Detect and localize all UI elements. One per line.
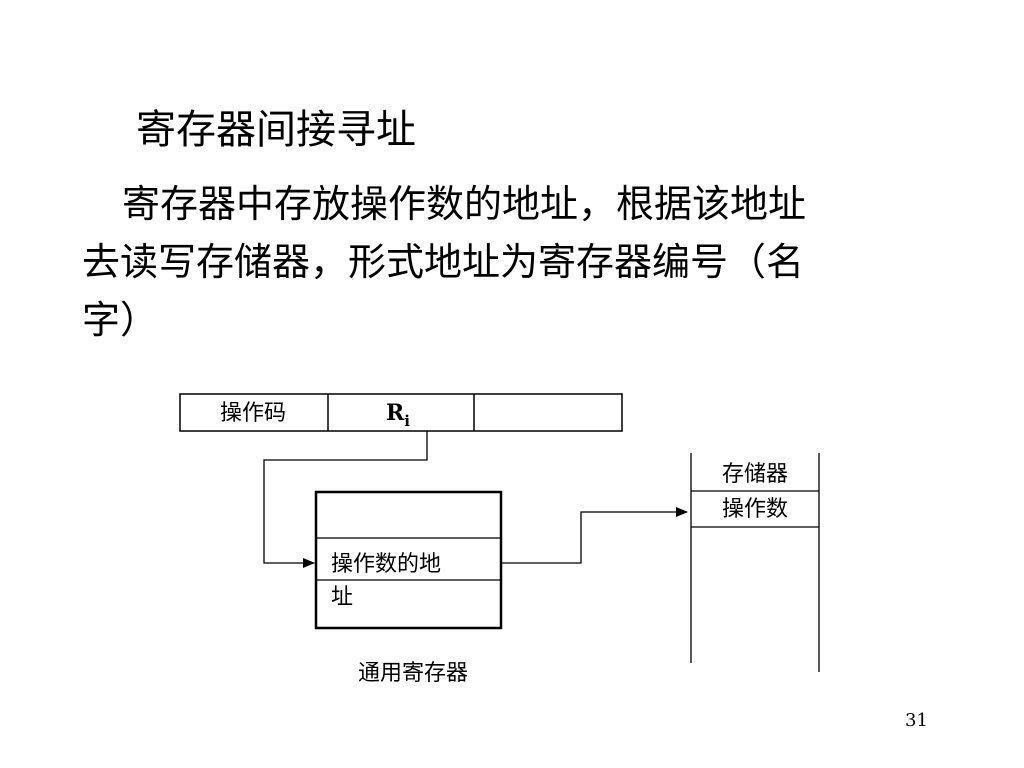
register-subscript: i: [404, 412, 410, 430]
register-file-box: [314, 490, 503, 630]
register-file-caption: 通用寄存器: [358, 661, 468, 686]
register-cell-line-1: 操作数的地: [331, 552, 441, 577]
register-file: 操作数的地 址 通用寄存器: [314, 490, 503, 686]
body-line-2: 去读写存储器，形式地址为寄存器编号（名: [82, 240, 805, 284]
body-line-1: 寄存器中存放操作数的地址，根据该地址: [122, 182, 807, 226]
register-pointer-arrow: [263, 431, 428, 568]
register-name: R: [386, 400, 405, 426]
opcode-field-label: 操作码: [220, 401, 286, 426]
memory-pointer-arrow: [501, 507, 688, 564]
memory: 存储器 操作数: [690, 453, 820, 672]
page-number: 31: [905, 710, 928, 731]
instruction-format: 操作码 Ri: [179, 393, 623, 432]
body-line-3: 字）: [82, 298, 159, 342]
slide-body: 寄存器中存放操作数的地址，根据该地址 去读写存储器，形式地址为寄存器编号（名 字…: [82, 175, 962, 349]
slide-title: 寄存器间接寻址: [136, 107, 416, 153]
memory-label: 存储器: [722, 462, 788, 487]
register-field-label: Ri: [386, 400, 410, 430]
memory-operand-label: 操作数: [722, 497, 788, 522]
register-cell-line-2: 址: [331, 585, 353, 610]
instruction-box: [179, 393, 623, 432]
